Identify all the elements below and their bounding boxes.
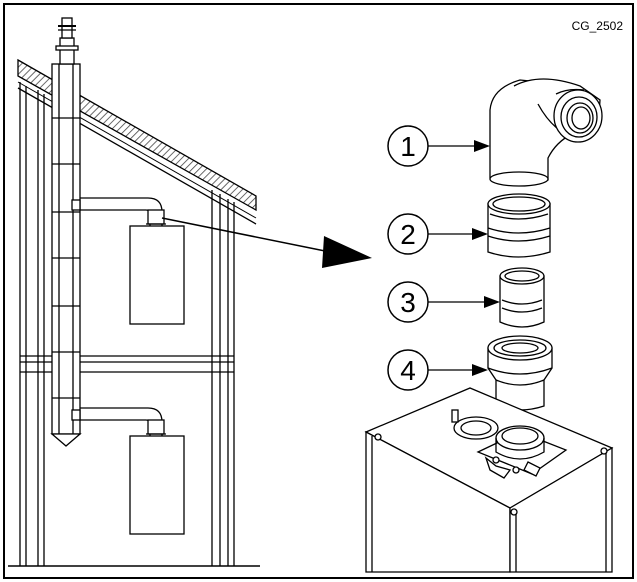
callout-2: 2 xyxy=(387,213,488,255)
svg-text:3: 3 xyxy=(400,287,416,318)
parts-exploded-view xyxy=(364,78,614,573)
callout-1: 1 xyxy=(387,125,490,167)
callout-4: 4 xyxy=(387,349,488,391)
svg-text:1: 1 xyxy=(400,131,416,162)
part-inner-pipe xyxy=(499,267,545,328)
part-elbow xyxy=(489,78,603,187)
part-adapter xyxy=(487,193,551,258)
upper-boiler xyxy=(129,225,185,325)
figure-code: CG_2502 xyxy=(572,19,624,33)
svg-text:2: 2 xyxy=(400,219,416,250)
part-boiler-adapter xyxy=(487,335,553,411)
svg-text:4: 4 xyxy=(400,355,416,386)
callout-3: 3 xyxy=(387,281,500,323)
detail-arrow xyxy=(161,217,372,268)
building-drawing xyxy=(8,17,260,567)
lower-boiler xyxy=(129,435,185,535)
boiler-top xyxy=(364,387,614,573)
